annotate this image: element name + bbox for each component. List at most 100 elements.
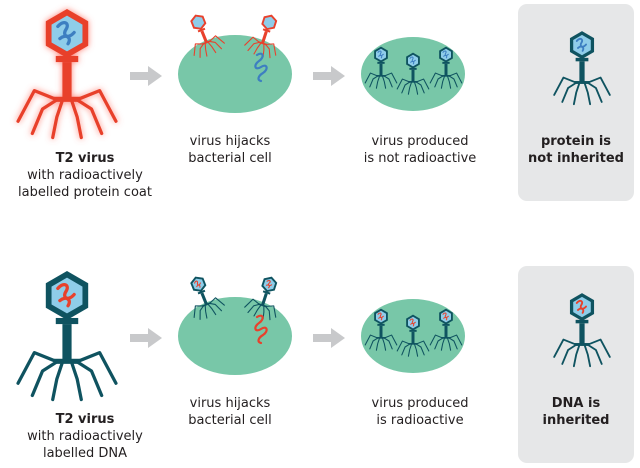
tail-fiber [207, 42, 217, 54]
tail-fiber [265, 43, 277, 56]
tail-fiber [429, 334, 443, 346]
tail-fiber [207, 304, 217, 316]
step2-caption-protein: virus produced is not radioactive [350, 133, 490, 167]
baseplate [53, 358, 81, 364]
step1-line1: virus hijacks [189, 134, 271, 149]
baseplate [441, 75, 451, 77]
tail-fiber [364, 334, 378, 346]
collar [409, 329, 417, 332]
dna-strand-icon [56, 20, 76, 46]
tail-fiber [449, 334, 463, 346]
tail-fiber [588, 338, 611, 358]
bacteriophage-icon [553, 31, 611, 106]
virus-desc-line1: with radioactively [27, 168, 143, 183]
tail-fiber [415, 343, 425, 356]
dna-strand-icon [265, 280, 273, 289]
step2-line1: virus produced [371, 396, 469, 411]
tail-fiber [396, 340, 410, 352]
baseplate [376, 75, 386, 77]
dna-strand-icon [575, 299, 587, 314]
tail-fiber [440, 338, 445, 351]
dna-strand-icon [377, 50, 384, 59]
tail-fiber [247, 41, 260, 52]
tail-fiber [586, 81, 603, 103]
tail-fiber [448, 337, 458, 350]
tail-fiber [382, 76, 387, 89]
baseplate [53, 96, 81, 102]
dna-strand-icon [409, 56, 416, 65]
tail-fiber [447, 338, 452, 351]
tail-fiber [434, 75, 444, 88]
tail-fiber [193, 43, 204, 56]
tail-fiber [204, 305, 208, 319]
tail-fiber [561, 81, 578, 103]
step2-line2: is not radioactive [363, 151, 477, 166]
tail-fiber [407, 344, 412, 357]
tail-sheath [579, 323, 585, 345]
dna-strand-icon [254, 52, 268, 83]
tail-fiber [70, 100, 83, 140]
bacteriophage-icon [429, 308, 463, 351]
arrow-right-icon [313, 328, 345, 348]
tail-fiber [415, 81, 425, 94]
tail-fiber [265, 305, 271, 321]
tail-fiber [384, 72, 398, 84]
tail-fiber [369, 337, 379, 350]
collar [377, 323, 385, 326]
tail-fiber [364, 72, 378, 84]
tail-fiber [375, 338, 380, 351]
baseplate [574, 343, 590, 346]
tail-sheath [444, 63, 448, 76]
arrow-right-icon [313, 66, 345, 86]
tail-fiber [449, 72, 463, 84]
tail-fiber [586, 343, 603, 365]
tail-fiber [77, 89, 118, 123]
capsid-inner [263, 278, 276, 291]
tail-fiber [375, 76, 380, 89]
step1-line1: virus hijacks [189, 396, 271, 411]
tail-fiber [448, 75, 458, 88]
dna-strand-icon [377, 312, 384, 321]
tail-sheath [411, 331, 415, 344]
step2-line1: virus produced [371, 134, 469, 149]
tail-sheath [579, 61, 585, 83]
tail-fiber [265, 43, 271, 59]
virus-desc-line2: labelled protein coat [18, 185, 152, 200]
tail-fiber [434, 337, 444, 350]
tail-fiber [51, 362, 64, 402]
bacteriophage-icon [190, 14, 225, 58]
tail-sheath [411, 69, 415, 82]
conclusion-line2: not inherited [528, 151, 624, 166]
tail-fiber [396, 78, 410, 90]
tail-fiber [77, 351, 118, 385]
collar [197, 289, 206, 295]
collar [409, 67, 417, 70]
step2-caption-dna: virus produced is radioactive [350, 395, 490, 429]
bacteriophage-icon [553, 293, 611, 368]
step1-line2: bacterial cell [188, 413, 272, 428]
tail-fiber [16, 351, 57, 385]
tail-fiber [244, 36, 260, 46]
tail-sheath [62, 62, 72, 99]
tail-fiber [414, 82, 419, 95]
step1-caption-dna: virus hijacks bacterial cell [170, 395, 290, 429]
tail-fiber [572, 345, 581, 368]
dna-strand-icon [56, 282, 76, 308]
tail-fiber [244, 298, 260, 308]
collar [442, 61, 450, 64]
bacteriophage-icon [16, 9, 118, 140]
collar [262, 290, 271, 295]
tail-fiber [247, 303, 260, 314]
tail-fiber [75, 98, 104, 136]
tail-sheath [261, 292, 268, 306]
tail-fiber [209, 297, 225, 306]
bacteriophage-icon [190, 276, 225, 320]
tail-fiber [383, 75, 393, 88]
tail-fiber [447, 76, 452, 89]
tail-fiber [30, 98, 59, 136]
collar [377, 61, 385, 64]
tail-fiber [51, 100, 64, 140]
tail-fiber [561, 343, 578, 365]
